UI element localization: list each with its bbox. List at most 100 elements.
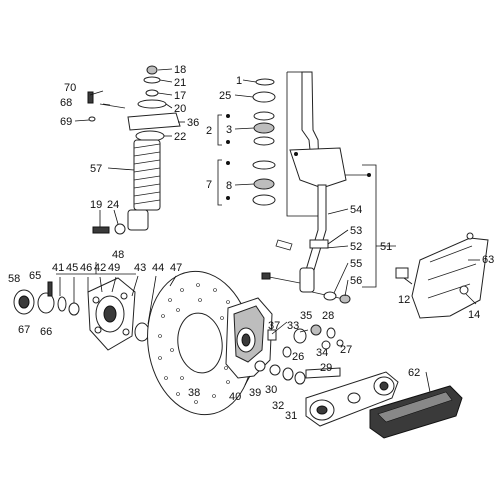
bolt-19	[92, 226, 110, 234]
callout-17: 17	[174, 90, 186, 102]
callout-54: 54	[350, 204, 362, 216]
shock-washer-21	[143, 76, 161, 84]
leader-lines	[59, 68, 480, 393]
bolt-65	[47, 281, 53, 297]
ring-25	[252, 91, 276, 103]
mudguard-63	[411, 237, 489, 319]
brake-caliper-38	[225, 297, 277, 379]
callout-35: 35	[300, 310, 312, 322]
fitting-37	[267, 329, 277, 341]
callout-29: 29	[320, 362, 332, 374]
bearing-67	[37, 292, 55, 314]
clip-12	[395, 267, 409, 279]
ring-45	[68, 302, 80, 316]
callout-25: 25	[219, 90, 231, 102]
callout-51: 51	[380, 241, 392, 253]
callout-47: 47	[170, 262, 182, 274]
callout-27: 27	[340, 344, 352, 356]
callout-14: 14	[468, 309, 480, 321]
callout-24: 24	[107, 199, 119, 211]
callout-46: 46	[80, 262, 92, 274]
callout-28: 28	[322, 310, 334, 322]
bolt-70	[87, 91, 94, 104]
screw-14	[459, 285, 469, 295]
callout-21: 21	[174, 77, 186, 89]
callout-65: 65	[29, 270, 41, 282]
callout-42: 42	[94, 262, 106, 274]
callout-19: 19	[90, 199, 102, 211]
callout-31: 31	[285, 410, 297, 422]
callout-53: 53	[350, 225, 362, 237]
callout-48: 48	[112, 249, 124, 261]
callout-32: 32	[272, 400, 284, 412]
wheel-hub-assembly	[13, 262, 150, 351]
callout-1: 1	[236, 75, 242, 87]
washer-32	[282, 367, 294, 381]
callout-41: 41	[52, 262, 64, 274]
axle-hardware	[254, 324, 344, 385]
dot-7a	[226, 161, 230, 165]
axle-left-head	[261, 272, 271, 280]
callout-39: 39	[249, 387, 261, 399]
clip-left	[275, 239, 293, 251]
seal-41	[57, 296, 67, 312]
disc-center	[177, 312, 223, 374]
ring-lower-a	[252, 160, 276, 170]
callout-30: 30	[265, 384, 277, 396]
mudguard-tab	[466, 232, 474, 240]
callout-66: 66	[40, 326, 52, 338]
callout-45: 45	[66, 262, 78, 274]
callout-36: 36	[187, 117, 199, 129]
callout-44: 44	[152, 262, 164, 274]
callout-58: 58	[8, 273, 20, 285]
seal-33	[293, 328, 307, 344]
callout-55: 55	[350, 258, 362, 270]
ring-upper-a	[253, 111, 275, 121]
ring-lower-b	[252, 194, 276, 206]
callout-68: 68	[60, 97, 72, 109]
callout-18: 18	[174, 64, 186, 76]
link-eye-mid	[347, 392, 361, 404]
callout-20: 20	[174, 103, 186, 115]
fork-leg	[305, 184, 327, 271]
cover-62	[369, 385, 463, 439]
callout-56: 56	[350, 275, 362, 287]
callout-40: 40	[229, 391, 241, 403]
fork-spacer-53	[309, 239, 329, 249]
shock-spring-57	[133, 139, 161, 211]
link-arm	[305, 371, 399, 427]
ring-44	[134, 322, 150, 342]
callout-2: 2	[206, 125, 212, 137]
callout-12: 12	[398, 294, 410, 306]
ring-1	[255, 78, 275, 86]
shock-bush-17	[145, 89, 159, 97]
mudguard-assembly	[395, 232, 489, 319]
nut-31	[294, 371, 306, 385]
callout-69: 69	[60, 116, 72, 128]
washer-24	[114, 223, 126, 235]
callout-52: 52	[350, 241, 362, 253]
washer-27	[336, 339, 344, 347]
washer-55	[323, 291, 337, 301]
callout-70: 70	[64, 82, 76, 94]
callout-43: 43	[134, 262, 146, 274]
fork-crown	[289, 147, 347, 189]
bearing-35	[310, 324, 322, 336]
callout-63: 63	[482, 254, 494, 266]
shock-plate-36	[127, 112, 181, 131]
callout-57: 57	[90, 163, 102, 175]
dot-2b	[226, 140, 230, 144]
callout-33: 33	[287, 320, 299, 332]
fork-steering-tube	[261, 71, 377, 304]
nut-56	[339, 294, 351, 304]
callout-7: 7	[206, 179, 212, 191]
rod-68	[99, 103, 126, 109]
callout-26: 26	[292, 351, 304, 363]
callout-3: 3	[226, 124, 232, 136]
pin-29	[305, 367, 341, 379]
fork-lower-body	[299, 267, 315, 293]
shock-absorber-assembly	[87, 65, 181, 235]
callout-8: 8	[226, 180, 232, 192]
